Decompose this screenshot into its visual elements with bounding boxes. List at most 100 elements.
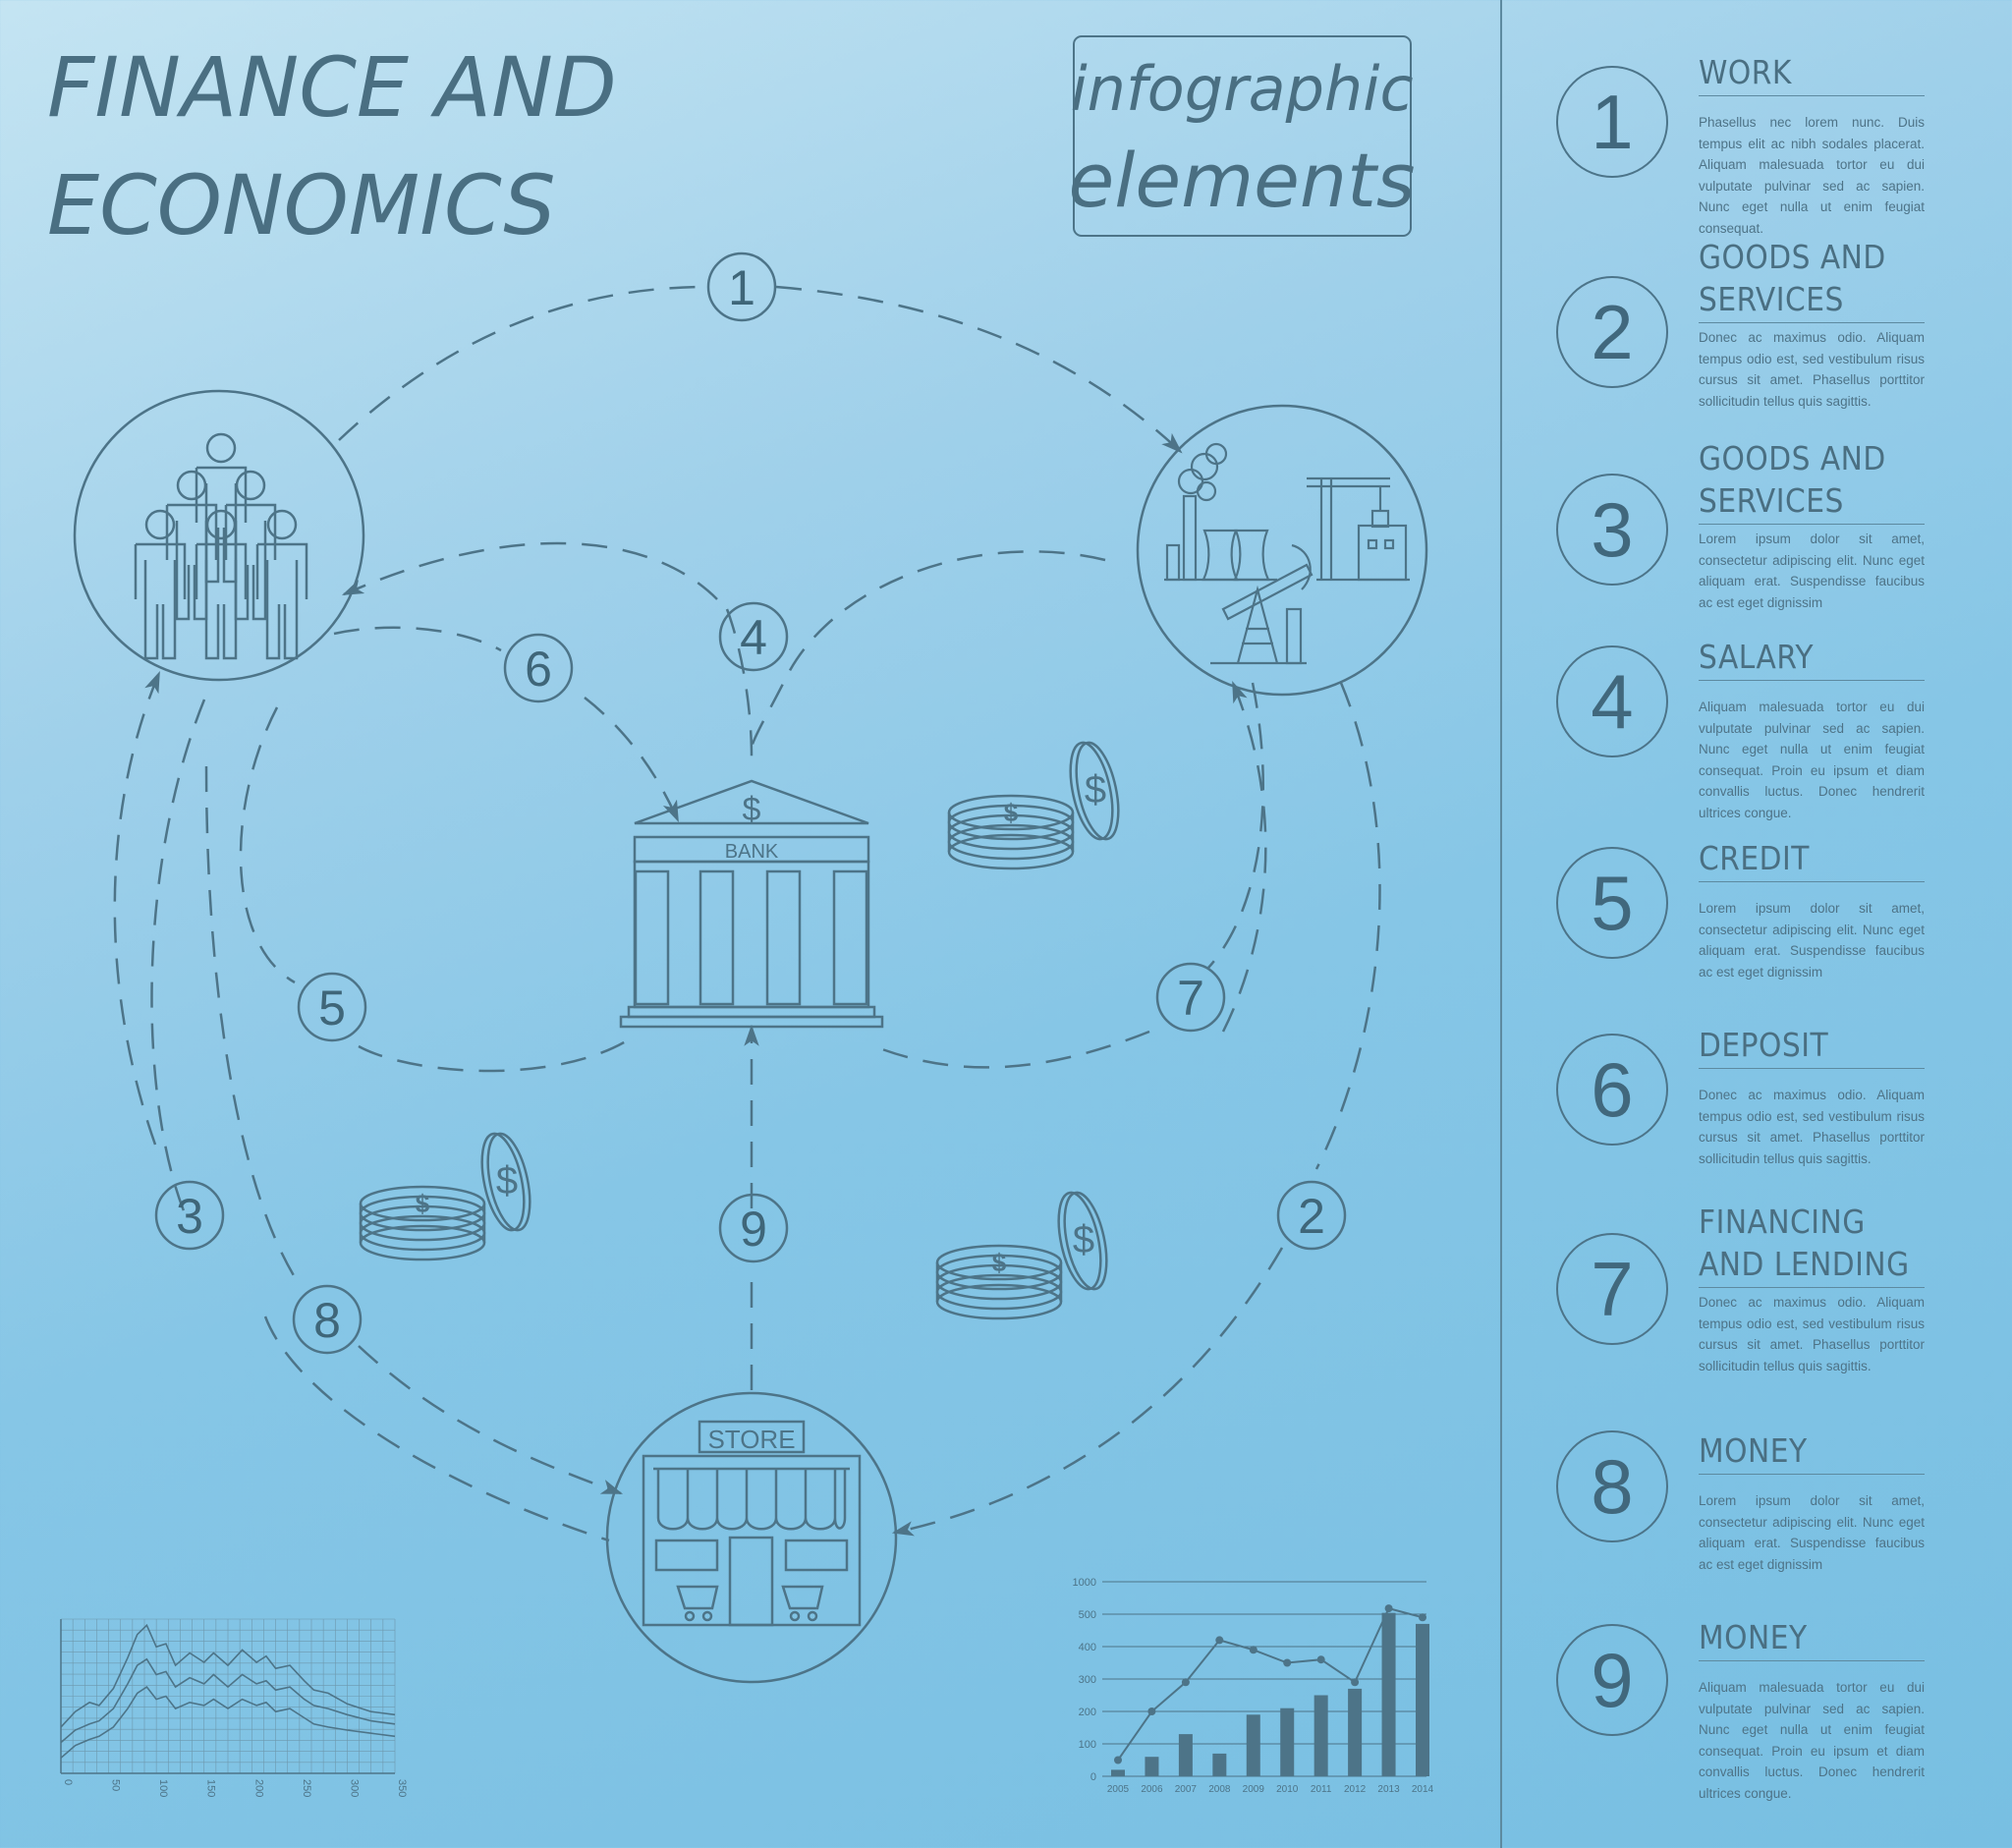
- legend-item-8: 8 MONEY Lorem ipsum dolor sit amet, cons…: [1502, 0, 2012, 1572]
- bar-2013: [1381, 1612, 1396, 1776]
- y-tick-label: 100: [1079, 1739, 1096, 1751]
- x-tick-label: 200: [252, 1779, 264, 1797]
- legend-item-1: 1 WORK Phasellus nec lorem nunc. Duis te…: [1502, 0, 2012, 236]
- y-tick-label: 400: [1079, 1642, 1096, 1653]
- legend-text: Phasellus nec lorem nunc. Duis tempus el…: [1699, 115, 1925, 236]
- legend-number: 1: [1556, 66, 1668, 178]
- store-node: STORE: [605, 1391, 898, 1684]
- legend-title: MONEY: [1699, 1616, 1925, 1661]
- legend-text: Lorem ipsum dolor sit amet, consectetur …: [1699, 532, 1925, 610]
- x-tick-label: 350: [396, 1779, 408, 1797]
- bar-2006: [1145, 1757, 1159, 1776]
- flow-path-4a: [750, 550, 1106, 748]
- legend-title: MONEY: [1699, 1429, 1925, 1475]
- cart-icon: [676, 1585, 719, 1610]
- bar-2011: [1313, 1695, 1328, 1776]
- trend-point: [1384, 1604, 1393, 1613]
- legend-number: 7: [1556, 1233, 1668, 1345]
- flow-marker-number: 9: [740, 1202, 767, 1257]
- trend-line: [1117, 1606, 1424, 1762]
- bar-2010: [1280, 1708, 1295, 1776]
- flow-marker-9: 9: [718, 1193, 789, 1263]
- coin-stacks: $$$$$$: [359, 741, 1120, 1320]
- flow-marker-7: 7: [1155, 962, 1226, 1033]
- legend-number: 6: [1556, 1034, 1668, 1146]
- svg-text:$: $: [1073, 1218, 1094, 1261]
- bar-2014: [1416, 1623, 1429, 1776]
- x-tick-label: 2014: [1412, 1784, 1434, 1795]
- legend-text: Aliquam malesuada tortor eu dui vulputat…: [1699, 1680, 1925, 1801]
- legend-item-7: 7 FINANCING AND LENDING Donec ac maximus…: [1502, 0, 2012, 1373]
- svg-text:$: $: [496, 1159, 518, 1203]
- x-tick-label: 2006: [1141, 1784, 1163, 1795]
- bar-2008: [1212, 1753, 1227, 1776]
- y-tick-label: 200: [1079, 1707, 1096, 1718]
- y-tick-label: 0: [1090, 1771, 1096, 1783]
- flow-path-4c: [725, 608, 754, 757]
- bank-label: BANK: [725, 841, 779, 863]
- flow-marker-number: 8: [313, 1293, 341, 1348]
- cart-icon: [781, 1585, 824, 1610]
- trend-point: [1351, 1678, 1360, 1687]
- bar-2007: [1178, 1734, 1193, 1776]
- legend-title: CREDIT: [1699, 837, 1925, 882]
- y-tick-label: 300: [1079, 1674, 1096, 1686]
- legend-text: Aliquam malesuada tortor eu dui vulputat…: [1699, 700, 1925, 820]
- legend-text: Lorem ipsum dolor sit amet, consectetur …: [1699, 901, 1925, 980]
- legend-title: WORK: [1699, 51, 1925, 96]
- infographic-badge: infographic elements: [1069, 35, 1416, 237]
- flow-path-7b: [1221, 680, 1267, 1033]
- x-tick-label: 2005: [1107, 1784, 1130, 1795]
- flow-marker-2: 2: [1276, 1180, 1347, 1251]
- person-figure: [165, 470, 218, 621]
- x-tick-label: 2009: [1243, 1784, 1265, 1795]
- legend-number: 2: [1556, 276, 1668, 388]
- x-tick-label: 250: [301, 1779, 312, 1797]
- badge-line1: infographic: [1070, 53, 1413, 125]
- flow-path-6: [333, 626, 678, 820]
- bar-2005: [1111, 1769, 1125, 1776]
- trend-point: [1419, 1613, 1426, 1622]
- flow-path-7: [873, 682, 1264, 1069]
- x-tick-label: 0: [62, 1779, 74, 1785]
- legend-text: Donec ac maximus odio. Aliquam tempus od…: [1699, 330, 1925, 409]
- legend-item-5: 5 CREDIT Lorem ipsum dolor sit amet, con…: [1502, 0, 2012, 980]
- people-node: [73, 389, 365, 682]
- legend-number: 9: [1556, 1624, 1668, 1736]
- legend-number: 3: [1556, 474, 1668, 586]
- coin-stack-icon: $$: [935, 1191, 1108, 1320]
- title-line2: ECONOMICS: [47, 157, 556, 253]
- legend-title: DEPOSIT: [1699, 1024, 1925, 1069]
- x-tick-label: 2010: [1276, 1784, 1299, 1795]
- chart-grid: [60, 1618, 396, 1774]
- bank-dollar-sign: $: [743, 791, 761, 828]
- flow-marker-4: 4: [718, 601, 789, 672]
- bank-node: $ BANK: [619, 779, 884, 1029]
- bar-2009: [1246, 1714, 1260, 1776]
- trend-point: [1249, 1646, 1258, 1654]
- flow-marker-number: 3: [176, 1189, 203, 1244]
- svg-text:$: $: [1085, 768, 1106, 812]
- flow-path-3b: [150, 699, 206, 1219]
- coin-stack-icon: $$: [359, 1132, 531, 1261]
- person-figure: [195, 509, 248, 660]
- flow-marker-8: 8: [292, 1284, 363, 1355]
- chart-series-line-1: [60, 1623, 396, 1728]
- industry-node: [1136, 404, 1428, 697]
- legend-item-4: 4 SALARY Aliquam malesuada tortor eu dui…: [1502, 0, 2012, 820]
- flow-marker-number: 6: [525, 642, 552, 697]
- flow-marker-number: 5: [318, 980, 346, 1036]
- flow-path-8b: [263, 1316, 610, 1542]
- flow-marker-6: 6: [503, 633, 574, 703]
- flow-marker-number: 2: [1298, 1189, 1325, 1244]
- trend-point: [1181, 1678, 1190, 1687]
- factory-icon: [1164, 442, 1277, 582]
- flow-path-2: [894, 682, 1381, 1533]
- flow-paths: [113, 285, 1381, 1542]
- x-tick-label: 150: [205, 1779, 217, 1797]
- x-tick-label: 2008: [1208, 1784, 1231, 1795]
- badge-line2: elements: [1069, 137, 1416, 224]
- trend-point: [1283, 1658, 1292, 1667]
